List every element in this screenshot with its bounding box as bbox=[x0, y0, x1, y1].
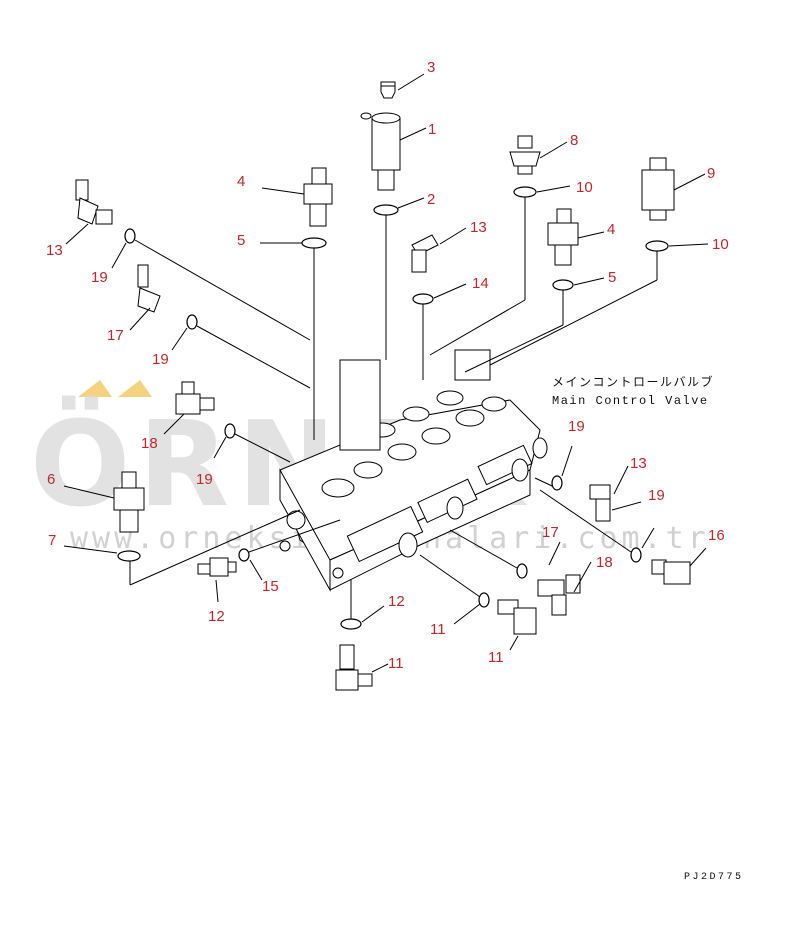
callout-8: 8 bbox=[570, 132, 578, 149]
callout-2: 2 bbox=[427, 191, 435, 208]
callout-19-f: 17 bbox=[542, 524, 559, 541]
callout-19-a: 19 bbox=[91, 269, 108, 286]
callout-4-right: 4 bbox=[607, 221, 615, 238]
callout-9: 9 bbox=[707, 165, 715, 182]
callout-10-right: 10 bbox=[712, 236, 729, 253]
callout-18-left: 18 bbox=[141, 435, 158, 452]
elbow-13-center bbox=[411, 234, 439, 273]
callout-19-b: 19 bbox=[152, 351, 169, 368]
fitting-3 bbox=[380, 81, 396, 99]
callout-18-right: 16 bbox=[708, 527, 725, 544]
callout-19-e: 19 bbox=[648, 487, 665, 504]
callout-12-left: 12 bbox=[388, 593, 405, 610]
elbow-17-left bbox=[137, 264, 161, 313]
callout-1: 1 bbox=[428, 121, 436, 138]
elbow-11-right bbox=[497, 599, 537, 635]
leader-lines bbox=[63, 73, 709, 673]
callout-5-right: 5 bbox=[608, 269, 616, 286]
callout-7: 7 bbox=[48, 532, 56, 549]
callout-19-d: 19 bbox=[568, 418, 585, 435]
elbow-11-left bbox=[335, 644, 373, 691]
callout-11-left: 11 bbox=[388, 655, 404, 672]
callout-11-right: 11 bbox=[488, 649, 504, 666]
drawing-code: PJ2D775 bbox=[684, 872, 744, 883]
elbow-17-right bbox=[537, 574, 581, 616]
callout-15: 12 bbox=[208, 608, 225, 625]
callout-4-left: 4 bbox=[237, 173, 245, 190]
callout-17-right: 18 bbox=[596, 554, 613, 571]
callout-5-left: 5 bbox=[237, 232, 245, 249]
diagram-title-jp: メインコントロールバルブ bbox=[552, 374, 714, 390]
callout-13-center: 13 bbox=[470, 219, 487, 236]
plug-4-right bbox=[547, 208, 579, 266]
main-control-valve-body bbox=[279, 349, 548, 592]
callout-labels: 3 1 8 4 2 10 9 13 13 4 10 19 5 14 5 17 1… bbox=[46, 59, 729, 672]
valve-9 bbox=[641, 157, 675, 221]
callout-14: 14 bbox=[472, 275, 489, 292]
callout-13-right: 13 bbox=[630, 455, 647, 472]
fitting-8 bbox=[509, 135, 541, 175]
elbow-13-right bbox=[589, 484, 611, 522]
tee-18-left bbox=[175, 381, 215, 415]
callout-19-c: 19 bbox=[196, 471, 213, 488]
callout-10-top: 10 bbox=[576, 179, 593, 196]
elbow-13-left bbox=[75, 179, 113, 225]
callout-3: 3 bbox=[427, 59, 435, 76]
callout-12-right: 11 bbox=[430, 621, 446, 638]
callout-6: 6 bbox=[47, 471, 55, 488]
diagram-title-en: Main Control Valve bbox=[552, 394, 709, 408]
callout-13-left: 13 bbox=[46, 242, 63, 259]
assembly-lines bbox=[129, 197, 658, 619]
callout-17-left: 17 bbox=[107, 327, 124, 344]
tee-18-right bbox=[651, 559, 691, 585]
pressure-switch-1 bbox=[360, 112, 401, 191]
plug-6 bbox=[113, 471, 145, 533]
fitting-15 bbox=[197, 557, 237, 577]
plug-4-left bbox=[303, 167, 333, 227]
callout-16: 15 bbox=[262, 578, 279, 595]
